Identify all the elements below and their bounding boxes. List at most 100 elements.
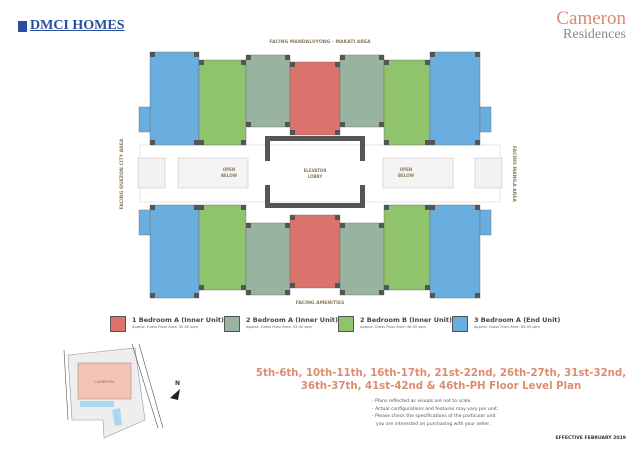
cameron-building [77, 362, 132, 400]
column [194, 52, 199, 57]
unit-two-br-a [339, 222, 385, 296]
column [475, 205, 480, 210]
elevator-lobby-label: ELEVATOR [304, 168, 327, 173]
unit-two-br-b [383, 204, 431, 291]
column [335, 215, 340, 220]
unit-one-br-a [289, 61, 341, 136]
legend-swatch [451, 316, 468, 332]
svg-text:CAMERON: CAMERON [94, 379, 114, 384]
column [335, 62, 340, 67]
column [285, 223, 290, 228]
column [430, 293, 435, 298]
column [290, 62, 295, 67]
column [199, 205, 204, 210]
stair-right [474, 157, 503, 189]
legend-swatch [110, 316, 126, 332]
column [379, 122, 384, 127]
legend-item: 2 Bedroom A (Inner Unit)Approx. Gross Fl… [224, 316, 338, 332]
column [475, 293, 480, 298]
column [384, 205, 389, 210]
legend-swatch [338, 316, 354, 332]
unit-legend: 1 Bedroom A (Inner Unit)Approx. Gross Fl… [110, 316, 560, 332]
column [246, 290, 251, 295]
column [340, 223, 345, 228]
unit-two-br-b [198, 59, 247, 146]
column [379, 290, 384, 295]
column [241, 285, 246, 290]
legend-item: 2 Bedroom B (Inner Unit)Approx. Gross Fl… [338, 316, 452, 332]
legend-item: 3 Bedroom A (End Unit)Approx. Gross Floo… [451, 316, 560, 332]
unit-three-br-a [429, 204, 481, 299]
column [290, 215, 295, 220]
stair-left [137, 157, 166, 189]
column [335, 130, 340, 135]
column [425, 205, 430, 210]
column [194, 140, 199, 145]
column [340, 122, 345, 127]
svg-text:OPEN: OPEN [400, 167, 412, 172]
unit-three-br-a [149, 51, 200, 146]
floor-level-title: 5th-6th, 10th-11th, 16th-17th, 21st-22nd… [255, 368, 627, 392]
column [194, 293, 199, 298]
column [285, 55, 290, 60]
svg-text:BELOW: BELOW [221, 173, 238, 178]
column [285, 122, 290, 127]
column [475, 140, 480, 145]
open-below-left [177, 157, 249, 189]
column [430, 140, 435, 145]
unit-balcony [138, 209, 151, 236]
column [241, 140, 246, 145]
unit-two-br-a [245, 222, 291, 296]
pool [80, 401, 114, 407]
column [246, 122, 251, 127]
facing-bottom-label: FACING AMENITIES [296, 300, 345, 306]
column [199, 60, 204, 65]
unit-balcony [479, 209, 492, 236]
column [425, 285, 430, 290]
facing-right-label: FACING MANILA AREA [511, 146, 517, 202]
unit-three-br-a [149, 204, 200, 299]
unit-three-br-a [429, 51, 481, 146]
column [430, 52, 435, 57]
unit-two-br-a [339, 54, 385, 128]
unit-balcony [479, 106, 492, 133]
notes: - Plans reflected as visuals are not to … [372, 399, 499, 427]
column [335, 283, 340, 288]
unit-balcony [138, 106, 151, 133]
column [241, 205, 246, 210]
column [246, 55, 251, 60]
svg-text:LOBBY: LOBBY [308, 174, 323, 179]
column [340, 290, 345, 295]
column [199, 285, 204, 290]
unit-two-br-b [383, 59, 431, 146]
open-below-right [382, 157, 454, 189]
column [384, 60, 389, 65]
svg-text:BELOW: BELOW [398, 173, 415, 178]
column [430, 205, 435, 210]
column [150, 205, 155, 210]
column [290, 130, 295, 135]
north-arrow-icon [170, 389, 180, 400]
column [150, 140, 155, 145]
pool-2 [112, 408, 122, 426]
column [384, 285, 389, 290]
unit-two-br-b [198, 204, 247, 291]
column [425, 140, 430, 145]
facing-left-label: FACING QUEZON CITY AREA [119, 138, 125, 209]
dmci-logo-icon [18, 20, 27, 32]
column [290, 283, 295, 288]
column [475, 52, 480, 57]
dmci-homes-logo: DMCI HOMES [18, 18, 125, 34]
svg-text:N: N [175, 380, 180, 387]
effective-date: EFFECTIVE FEBRUARY 2019 [555, 436, 626, 441]
column [246, 223, 251, 228]
column [194, 205, 199, 210]
legend-swatch [224, 316, 240, 332]
column [425, 60, 430, 65]
units [138, 51, 492, 299]
core-wall-bottom [265, 185, 365, 208]
unit-two-br-a [245, 54, 291, 128]
legend-item: 1 Bedroom A (Inner Unit)Approx. Gross Fl… [110, 316, 224, 332]
column [340, 55, 345, 60]
